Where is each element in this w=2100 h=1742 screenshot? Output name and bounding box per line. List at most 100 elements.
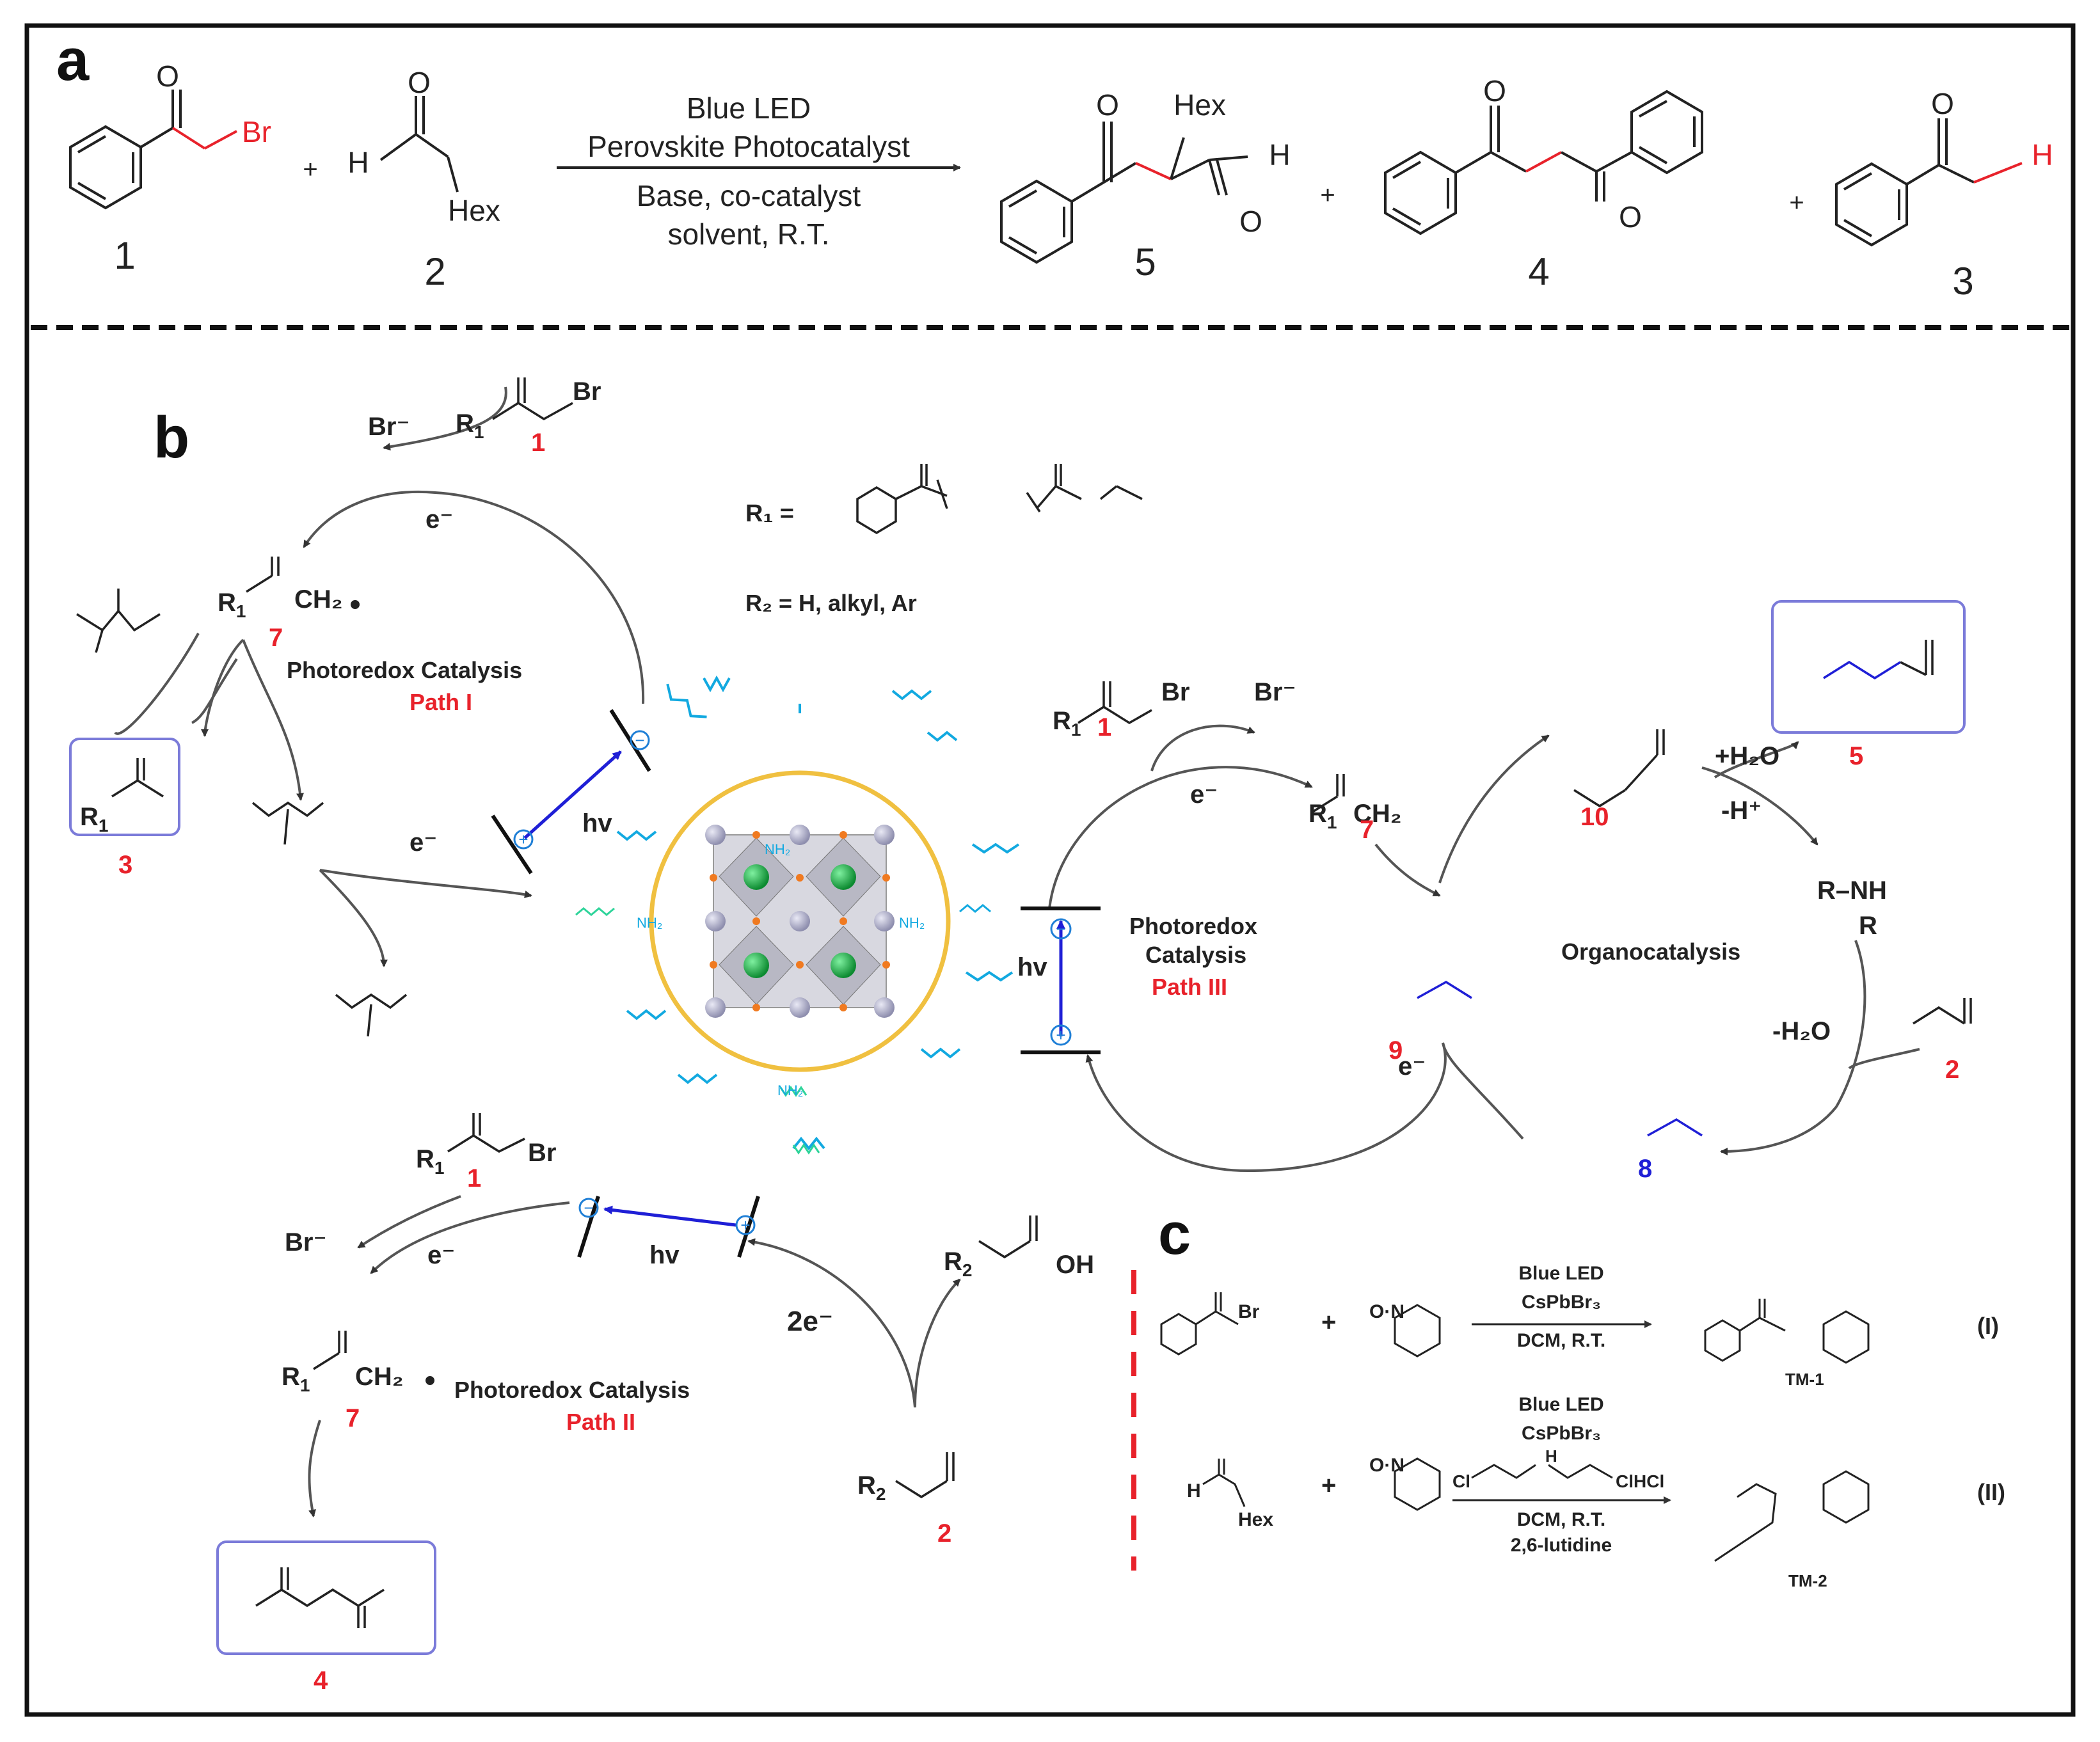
label-5-boxed: 5: [1849, 742, 1863, 770]
c-r2-cocat-h: H: [1545, 1446, 1557, 1466]
panel-a-reaction: [69, 90, 2023, 264]
path-2-name: Path II: [566, 1409, 635, 1435]
c3-hydrogen: H: [2032, 138, 2053, 171]
radical-dot-path-2: [426, 1376, 434, 1385]
c5-hex: Hex: [1173, 88, 1226, 122]
r1-path-2: R1: [416, 1145, 444, 1178]
electron-amine: e⁻: [410, 828, 437, 857]
c2-hex: Hex: [448, 194, 500, 227]
r2-definition: R₂ = H, alkyl, Ar: [745, 590, 917, 616]
electron-path-3-return: e⁻: [1398, 1052, 1426, 1081]
condition-line-4: solvent, R.T.: [667, 218, 829, 251]
c-r1-cond-2: CsPbBr₃: [1522, 1292, 1601, 1313]
compound-4-structure: [1384, 90, 1703, 235]
ligand-label-left: NH₂: [637, 915, 662, 931]
figure-border: [24, 23, 2076, 1717]
c3-oxygen: O: [1931, 87, 1954, 120]
r1-top: R1: [456, 409, 484, 442]
r1-path-3: R1: [1053, 707, 1081, 740]
band-diagram-path-3: − +: [1021, 907, 1101, 1054]
svg-text:−: −: [584, 1198, 593, 1217]
r1-radical-7: R1: [218, 589, 246, 621]
radical-dot-top: [351, 600, 360, 609]
svg-text:+: +: [740, 1215, 750, 1235]
r2-acid: R2: [944, 1247, 972, 1280]
compound-5-structure: [1000, 122, 1248, 264]
ch2-radical-path-2: CH₂: [355, 1363, 404, 1391]
svg-text:+: +: [518, 830, 528, 849]
label-2-right: 2: [1945, 1056, 1959, 1084]
panel-c-text: Br + O·N Blue LED CsPbBr₃ DCM, R.T. TM-1…: [1187, 1263, 2005, 1590]
panel-a-text: O Br 1 + H O Hex 2 Blue LED Perovskite P…: [114, 59, 2053, 303]
svg-text:+: +: [1056, 1025, 1065, 1045]
ch2-radical-path-3: CH₂: [1353, 800, 1402, 828]
electron-path-2: e⁻: [427, 1241, 455, 1269]
r2-aldehyde-bottom: R2: [857, 1471, 886, 1504]
acid-oh: OH: [1056, 1251, 1094, 1279]
compound-label-4: 4: [1528, 250, 1549, 293]
label-10: 10: [1580, 803, 1609, 831]
label-4-boxed: 4: [314, 1667, 328, 1695]
c1-bromine: Br: [242, 115, 271, 148]
br-top: Br: [573, 377, 601, 406]
hv-path-1: hv: [582, 809, 612, 837]
label-7-path-2: 7: [346, 1404, 360, 1432]
c-r2-tempo-no: O·N: [1369, 1455, 1404, 1476]
c2-hydrogen: H: [347, 146, 369, 179]
panel-b-curves: [114, 386, 1920, 1517]
nanocrystal-short-ligands: [575, 904, 991, 1155]
label-7-path-3: 7: [1360, 816, 1374, 844]
r1-definition: R₁ =: [745, 500, 794, 527]
c-r2-cond-2: CsPbBr₃: [1522, 1423, 1601, 1444]
c-r1-br: Br: [1238, 1301, 1260, 1322]
c-r2-cond-1: Blue LED: [1518, 1394, 1603, 1415]
c-r1-plus: +: [1321, 1308, 1336, 1336]
proton-loss: -H⁺: [1721, 796, 1762, 825]
electron-path-3: e⁻: [1190, 780, 1218, 809]
organocatalysis-label: Organocatalysis: [1561, 938, 1740, 965]
ligand-label-bottom: NH₂: [777, 1082, 803, 1098]
c-r2-cond-4: 2,6-lutidine: [1511, 1535, 1612, 1556]
water-add: +H₂O: [1715, 742, 1779, 770]
br-path-3: Br: [1161, 678, 1189, 706]
product-box-4: [216, 1540, 436, 1655]
label-1-top: 1: [531, 429, 545, 457]
bromide-path-3: Br⁻: [1254, 678, 1296, 706]
ligand-label-top: NH₂: [765, 841, 790, 857]
label-1-path-2: 1: [467, 1164, 481, 1192]
r1-ketone-3: R1: [80, 803, 108, 835]
bromide-path-2: Br⁻: [285, 1228, 327, 1256]
svg-text:−: −: [635, 731, 644, 750]
ligand-label-right: NH₂: [899, 915, 925, 931]
c-r2-cond-3: DCM, R.T.: [1517, 1509, 1605, 1530]
plus-3: +: [1789, 189, 1804, 217]
label-2-bottom: 2: [937, 1519, 951, 1548]
condition-line-2: Perovskite Photocatalyst: [587, 130, 910, 163]
compound-3-structure: [1835, 118, 2023, 247]
compound-label-3: 3: [1952, 260, 1973, 303]
plus-1: +: [303, 155, 317, 184]
perovskite-nanocrystal: NH₂ NH₂ NH₂ NH₂: [575, 675, 1020, 1155]
condition-line-1: Blue LED: [687, 91, 811, 125]
two-electron-path-2: 2e⁻: [787, 1306, 833, 1337]
panel-label-b: b: [154, 405, 189, 470]
amine-catalyst: R–NH: [1817, 876, 1887, 905]
c-r2-plus: +: [1321, 1471, 1336, 1500]
panel-label-a: a: [56, 28, 90, 93]
compound-label-2: 2: [424, 250, 445, 293]
amine-r: R: [1859, 912, 1877, 940]
c2-oxygen: O: [408, 66, 431, 99]
path-3-title-1: Photoredox: [1129, 913, 1257, 939]
label-9: 9: [1388, 1036, 1403, 1065]
compound-1-structure: [69, 90, 237, 210]
c-r2-cocat-clhcl: ClHCl: [1616, 1471, 1664, 1491]
c-r1-cond-1: Blue LED: [1518, 1263, 1603, 1284]
c4-oxygen-2: O: [1619, 200, 1642, 234]
c-r2-hex: Hex: [1238, 1509, 1273, 1530]
compound-2-structure: [379, 96, 459, 193]
product-box-3: [69, 738, 180, 836]
path-1-name: Path I: [410, 689, 472, 715]
product-box-5: [1771, 600, 1966, 734]
